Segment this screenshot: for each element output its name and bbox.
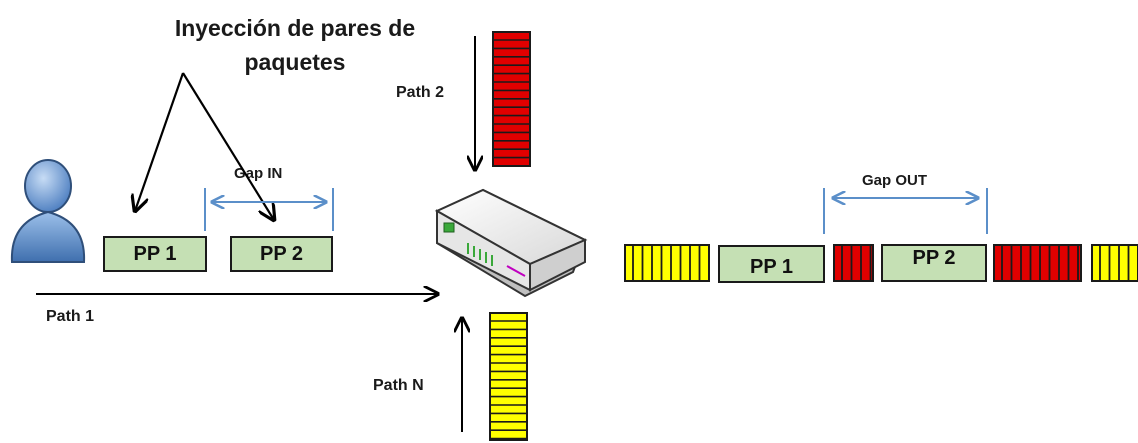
path-n-yellow-queue bbox=[489, 312, 528, 441]
packet-pp1-out: PP 1 bbox=[718, 245, 825, 283]
diagram-title-line2: paquetes bbox=[244, 49, 346, 75]
packet-pp1-in: PP 1 bbox=[103, 236, 207, 272]
packet-pp2-in: PP 2 bbox=[230, 236, 333, 272]
path-2-red-queue bbox=[492, 31, 531, 167]
packet-pp2-out: PP 2 bbox=[881, 244, 987, 282]
gap-out-label: Gap OUT bbox=[862, 172, 928, 189]
diagram-title-line1: Inyección de pares de bbox=[174, 15, 416, 41]
path-2-label: Path 2 bbox=[396, 84, 445, 101]
path-1-label: Path 1 bbox=[46, 308, 95, 325]
gap-out-marker bbox=[823, 188, 988, 234]
gap-in-label: Gap IN bbox=[234, 165, 283, 182]
output-yellow-block-right bbox=[1091, 244, 1138, 282]
output-red-block-middle bbox=[833, 244, 874, 282]
router-icon bbox=[434, 188, 588, 298]
path-n-label: Path N bbox=[373, 377, 424, 394]
gap-in-marker bbox=[204, 188, 334, 231]
output-yellow-block-left bbox=[624, 244, 710, 282]
output-red-block-right bbox=[993, 244, 1082, 282]
user-icon bbox=[10, 159, 86, 263]
